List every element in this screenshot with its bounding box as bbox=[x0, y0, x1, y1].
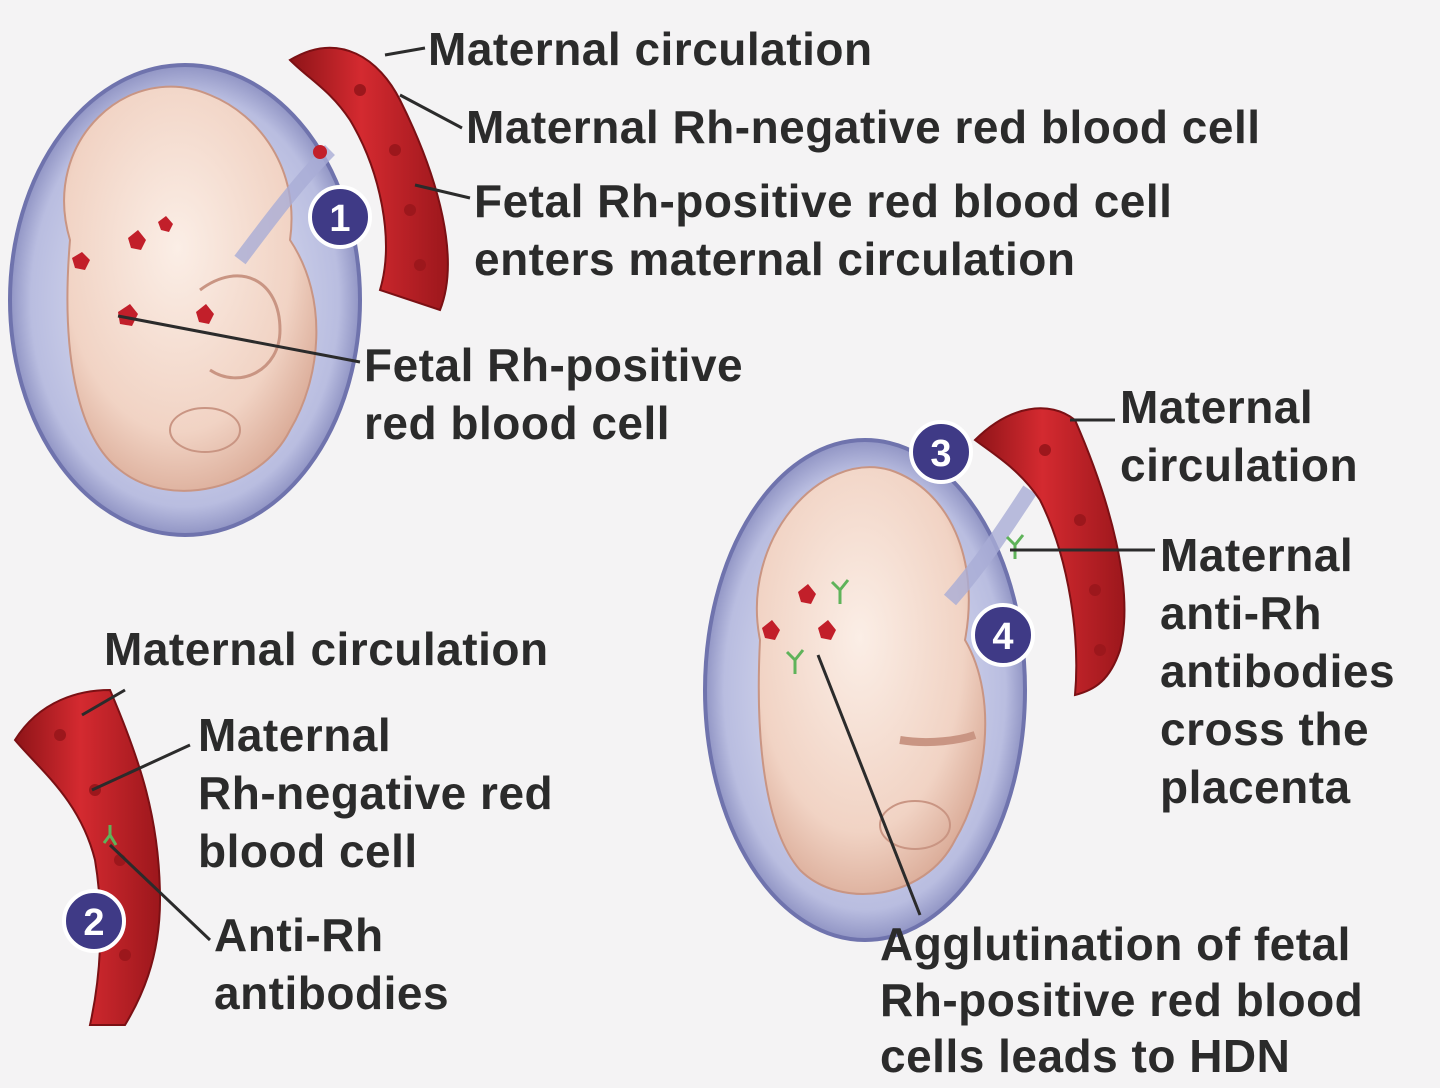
step-number-1: 1 bbox=[329, 198, 350, 240]
panel3-fetal-rbc bbox=[798, 584, 816, 604]
panel3-fetal-rbc bbox=[818, 620, 836, 640]
panel2-vessel bbox=[13, 688, 162, 1026]
panel1-uterus bbox=[8, 63, 362, 537]
panel3-fetus-foot bbox=[879, 800, 951, 850]
panel1-leader-lines bbox=[117, 46, 471, 364]
label-anti-rh-antibodies: Anti-Rh antibodies bbox=[214, 909, 450, 1019]
step-number-3: 3 bbox=[930, 433, 951, 475]
panel1-fetus bbox=[63, 85, 318, 492]
label-agglutination-hdn: Agglutination of fetal Rh-positive red b… bbox=[880, 918, 1364, 1082]
panel3-uterus bbox=[703, 438, 1037, 942]
label-fetal-rh-positive-cell: Fetal Rh-positive red blood cell bbox=[364, 339, 744, 449]
panel1-fetal-rbc bbox=[72, 252, 90, 270]
panel3-vessel bbox=[973, 407, 1126, 697]
panel3-antibodies bbox=[785, 534, 1025, 674]
panel1-placenta-link bbox=[234, 145, 335, 265]
label-antibodies-cross-placenta: Maternal anti-Rh antibodies cross the pl… bbox=[1160, 529, 1396, 813]
step-badge-2 bbox=[62, 889, 126, 953]
panel1-fetal-rbc bbox=[128, 230, 146, 250]
panel3-leader-lines bbox=[816, 418, 1155, 916]
step-badge-1 bbox=[308, 185, 372, 249]
panel2-leader-lines bbox=[81, 688, 212, 942]
panel1-fetal-rbc bbox=[158, 216, 173, 232]
panel1-fetus-foot bbox=[169, 407, 241, 453]
label-maternal-rh-negative-2: Maternal Rh-negative red blood cell bbox=[198, 709, 554, 877]
step-number-4: 4 bbox=[992, 616, 1013, 658]
label-maternal-circulation-1: Maternal circulation bbox=[428, 23, 873, 75]
step-badge-3 bbox=[909, 420, 973, 484]
panel3-placenta-link bbox=[943, 485, 1037, 606]
panel1-fetal-rbc bbox=[196, 304, 214, 324]
step-badge-4 bbox=[971, 603, 1035, 667]
label-maternal-rh-negative-1: Maternal Rh-negative red blood cell bbox=[466, 101, 1261, 153]
panel1-vessel bbox=[288, 46, 449, 312]
step-number-2: 2 bbox=[83, 902, 104, 944]
panel1-fetus-arm bbox=[199, 274, 282, 380]
panel3-umbilical-cord bbox=[899, 731, 977, 747]
panel3-fetus bbox=[755, 466, 987, 895]
panel3-fetal-rbc bbox=[762, 620, 780, 640]
panel1-fetal-rbc bbox=[118, 304, 138, 326]
label-maternal-circulation-2: Maternal circulation bbox=[104, 623, 549, 675]
label-maternal-circulation-3: Maternal circulation bbox=[1120, 381, 1359, 491]
label-fetal-enters-circulation: Fetal Rh-positive red blood cell enters … bbox=[474, 175, 1173, 285]
